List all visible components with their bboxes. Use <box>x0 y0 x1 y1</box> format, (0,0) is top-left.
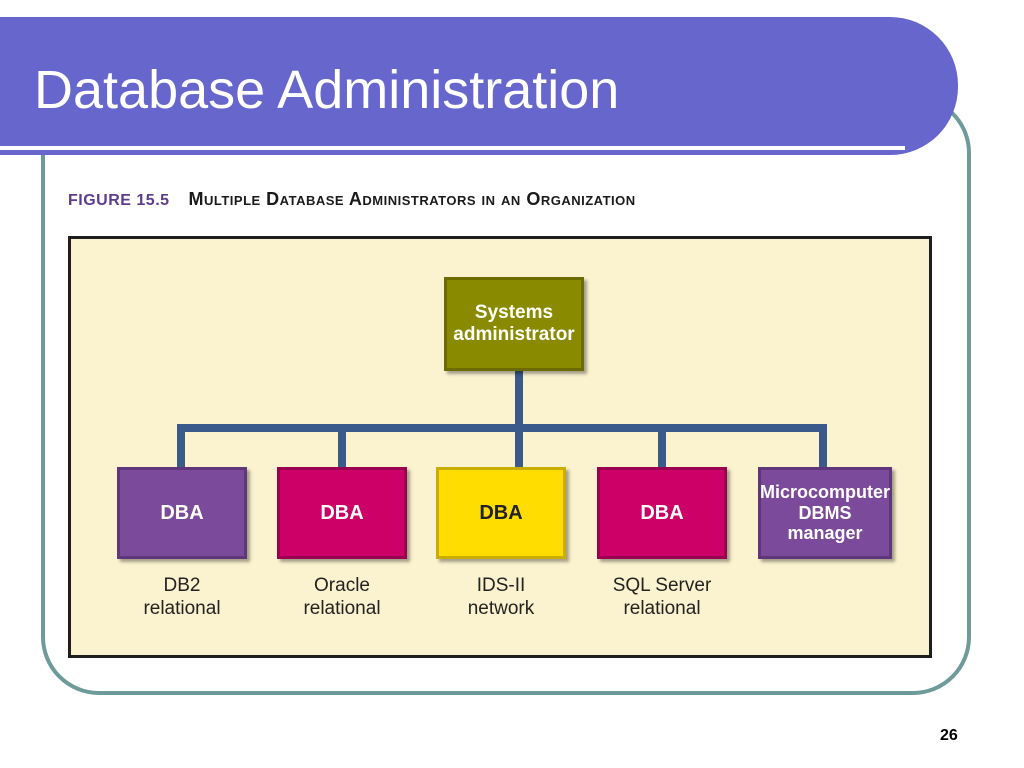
dba-oracle-node: DBA <box>277 467 407 559</box>
connector-drop-5 <box>819 424 827 468</box>
db2-caption-line1: DB2 <box>163 575 201 596</box>
connector-bus <box>177 424 827 432</box>
title-bar: Database Administration <box>0 17 958 155</box>
dba-oracle-label: DBA <box>320 501 364 524</box>
sql-server-caption-line1: SQL Server <box>612 575 712 596</box>
figure-number: FIGURE 15.5 <box>68 192 170 209</box>
page-number: 26 <box>940 727 958 744</box>
connector-drop-4 <box>658 424 666 468</box>
dba-ids-ii-node: DBA <box>436 467 566 559</box>
figure-panel: Systems administrator DBA DBA DBA DBA Mi… <box>68 236 932 658</box>
systems-administrator-label-line1: Systems <box>474 302 554 324</box>
oracle-caption-line2: relational <box>303 597 381 619</box>
ids-ii-caption-line1: IDS-II <box>476 575 526 596</box>
dba-db2-label: DBA <box>160 501 204 524</box>
db2-relational-caption: DB2 relational <box>117 575 247 621</box>
db2-caption-line2: relational <box>143 597 221 619</box>
dba-sql-server-node: DBA <box>597 467 727 559</box>
connector-trunk <box>515 371 523 431</box>
connector-drop-2 <box>338 424 346 468</box>
title-underline <box>0 146 905 150</box>
figure-title: Multiple Database Administrators in an O… <box>188 189 636 209</box>
connector-drop-1 <box>177 424 185 468</box>
dba-sql-server-label: DBA <box>640 501 684 524</box>
slide-title: Database Administration <box>34 60 620 120</box>
dba-ids-ii-label: DBA <box>479 501 523 524</box>
sql-server-relational-caption: SQL Server relational <box>597 575 727 621</box>
ids-ii-network-caption: IDS-II network <box>436 575 566 621</box>
oracle-caption-line1: Oracle <box>314 575 370 596</box>
sql-server-caption-line2: relational <box>623 597 701 619</box>
microcomputer-dbms-manager-node: Microcomputer DBMS manager <box>758 467 892 559</box>
microcomputer-label-line1: Microcomputer <box>759 481 891 502</box>
oracle-relational-caption: Oracle relational <box>277 575 407 621</box>
microcomputer-label-line2: DBMS manager <box>787 502 863 544</box>
systems-administrator-node: Systems administrator <box>444 277 584 371</box>
ids-ii-caption-line2: network <box>467 597 535 619</box>
dba-db2-node: DBA <box>117 467 247 559</box>
connector-drop-3 <box>515 424 523 468</box>
figure-caption: FIGURE 15.5 Multiple Database Administra… <box>68 189 636 210</box>
systems-administrator-label-line2: administrator <box>453 324 575 345</box>
